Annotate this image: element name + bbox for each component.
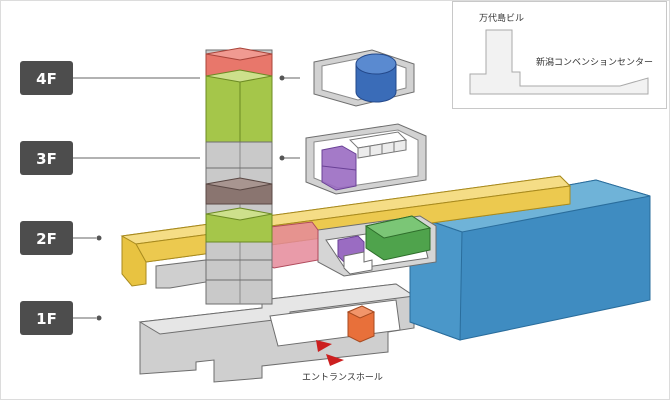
floor-label-2f[interactable]: 2F [20,221,102,255]
floor-label-1f[interactable]: 1F [20,301,102,335]
entrance-arrow-icon [316,340,332,352]
tower-floor-3f [205,75,273,143]
tower-floor-3f-top [205,69,273,83]
orange-room-top [346,305,376,319]
floor-badge-label: 2F [36,230,57,248]
tower-building [205,47,273,305]
floor-badge-4f[interactable] [20,61,73,95]
tower-floor-2f-top [205,207,273,221]
entrance-arrow-icon [326,354,344,366]
leader-dot [96,315,102,321]
entrance-label: エントランスホール [302,372,383,383]
floor-2f-rooms [155,215,437,289]
floor-1f-plan: エントランスホール [138,283,416,383]
floor-badge-label: 3F [36,150,57,168]
cylinder-room-top [355,53,397,75]
cylinder-room-icon [355,63,397,103]
inset-tower-label: 万代島ビル [479,12,524,24]
leader-dot [279,155,285,161]
floor-label-3f[interactable]: 3F [20,141,200,175]
floor-badge-label: 1F [36,310,57,328]
green-room-top [364,215,432,239]
purple-room-divider [321,165,357,171]
leader-dot [279,75,285,81]
inset-building-silhouette [469,29,649,95]
inset-center-label: 新潟コンベンションセンター [536,56,653,68]
leader-dot [96,235,102,241]
floor-3f-detail [279,123,427,195]
floor-4f-detail [279,49,415,107]
location-inset: 万代島ビル 新潟コンベンションセンター [452,1,667,109]
floor-badge-label: 4F [36,70,57,88]
purple-room-seating [343,251,373,275]
floor-badge-2f[interactable] [20,221,73,255]
floor-badge-3f[interactable] [20,141,73,175]
floor-label-4f[interactable]: 4F [20,61,200,95]
gray-room [155,259,207,289]
tower-floor-4f-top [205,47,273,61]
tower-floor-2f-band-top [205,177,273,191]
floor-badge-1f[interactable] [20,301,73,335]
